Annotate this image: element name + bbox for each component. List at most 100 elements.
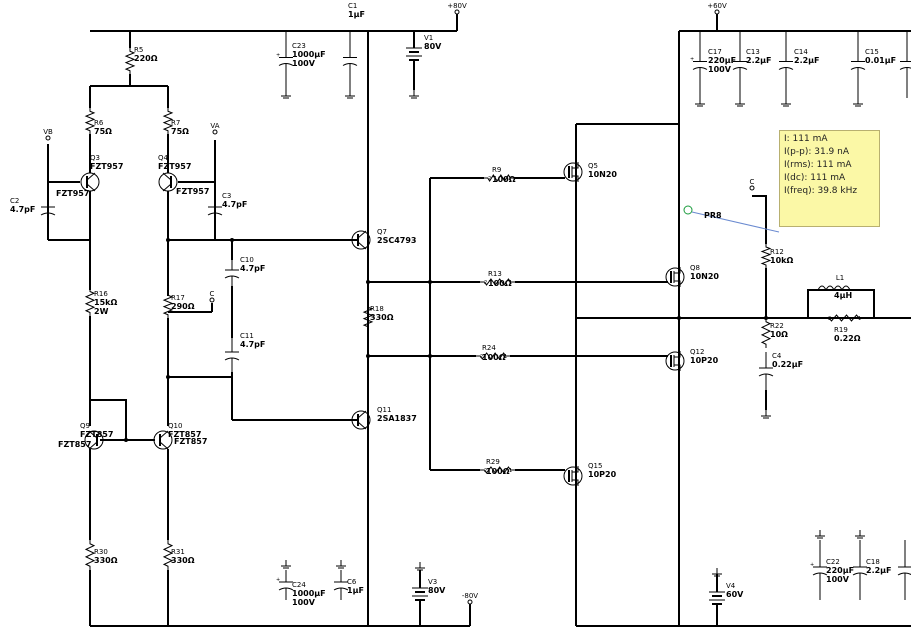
pin-number: 2	[488, 176, 491, 182]
resistor-value-R31: 330Ω	[171, 556, 195, 565]
resistor-value-R7: 75Ω	[171, 127, 189, 136]
mosfet-Q8	[665, 267, 685, 287]
transistor-collector	[159, 430, 169, 439]
transistor-Q11	[351, 410, 371, 430]
junction-dot	[166, 238, 170, 242]
capacitor-plate	[224, 275, 240, 279]
transistor-part-Q7: 2SC4793	[377, 236, 416, 245]
resistor-value-R9: 100Ω	[492, 175, 516, 184]
inductor-L1	[817, 285, 851, 292]
junction-dot	[124, 438, 128, 442]
resistor-label-R12: R12	[770, 248, 784, 256]
capacitor-plate	[852, 572, 868, 576]
resistor-R24	[476, 352, 510, 360]
transistor-part-Q10-side: FZT857	[174, 437, 207, 446]
source-label-V4: V4	[726, 582, 736, 590]
mosfet-Q15	[563, 466, 583, 486]
mosfet-drain	[572, 162, 579, 169]
probe-icon[interactable]	[683, 205, 693, 215]
capacitor-plate	[40, 212, 56, 216]
schematic-wires	[47, 14, 911, 627]
mosfet-label-Q15: Q15	[588, 462, 602, 470]
resistor-label-R16: R16	[94, 290, 108, 298]
capacitor-label-C14: C14	[794, 48, 808, 56]
resistor-label-R31: R31	[171, 548, 185, 556]
resistor-value-R5: 220Ω	[134, 54, 158, 63]
resistor-R18	[362, 304, 374, 330]
transistor-Q10	[153, 430, 173, 450]
mosfet-part-Q5: 10N20	[588, 170, 617, 179]
transistor-part-Q4: FZT957	[158, 162, 191, 171]
resistor-label-R22: R22	[770, 322, 784, 330]
mosfet-Q5	[563, 162, 583, 182]
capacitor-label-C23: C23	[292, 42, 306, 50]
wire	[90, 399, 127, 440]
transistor-Q3	[80, 172, 100, 192]
source-value-V4: 60V	[726, 590, 744, 599]
schematic-labels: +80V-80V+60VC11µF+C231000µF100VV180VR522…	[10, 2, 896, 607]
resistor-label-R6: R6	[94, 119, 104, 127]
capacitor-polarity: +	[276, 53, 280, 59]
transistor-part-Q11: 2SA1837	[377, 414, 417, 423]
transistor-Q7	[351, 230, 371, 250]
capacitor-voltage-C22: 100V	[826, 575, 850, 584]
transistor-collector	[88, 430, 98, 439]
junction-dot	[428, 280, 432, 284]
capacitor-plate	[692, 67, 708, 70]
terminal-va	[212, 129, 218, 135]
junction-dot	[366, 280, 370, 284]
capacitor-polarity: +	[276, 577, 280, 583]
capacitor-label-C18: C18	[866, 558, 880, 566]
resistor-R6	[84, 108, 96, 134]
capacitor-value-C23: 1000µF	[292, 50, 326, 59]
capacitor-polarity: +	[690, 57, 694, 63]
transistor-label-Q9: Q9	[80, 422, 90, 430]
mosfet-source	[572, 479, 579, 486]
capacitor-label-C3: C3	[222, 192, 231, 200]
resistor-R7	[162, 108, 174, 134]
pin-number: 2	[484, 468, 487, 474]
probe-name: PR8	[704, 211, 722, 220]
resistor-R16	[84, 288, 96, 316]
resistor-R22	[760, 318, 772, 348]
capacitor-plate	[278, 587, 294, 591]
resistor-value-R12: 10kΩ	[770, 256, 793, 265]
transistor-Q9	[84, 430, 104, 450]
resistor-R17	[162, 292, 174, 318]
capacitor-value-C2: 4.7pF	[10, 205, 35, 214]
transistor-part-Q4-side: FZT957	[176, 187, 209, 196]
resistor-value-R17: 290Ω	[171, 302, 195, 311]
transistor-part-Q9: FZT857	[80, 430, 113, 439]
capacitor-value-C18: 2.2µF	[866, 566, 892, 575]
wire	[807, 289, 875, 318]
terminal-label-vb: VB	[43, 128, 53, 136]
resistor-R31	[162, 540, 174, 570]
capacitor-value-C17: 220µF	[708, 56, 736, 65]
probe-line-rms: I(rms): 111 mA	[784, 160, 852, 170]
probe-line-dc: I(dc): 111 mA	[784, 173, 846, 183]
junction-dot	[166, 375, 170, 379]
resistor-value-R22: 10Ω	[770, 330, 788, 339]
probe-readout-box[interactable]: I: 111 mA I(p-p): 31.9 nA I(rms): 111 mA…	[779, 130, 880, 227]
resistor-label-R17: R17	[171, 294, 185, 302]
transistor-label-Q11: Q11	[377, 406, 391, 414]
mosfet-part-Q15: 10P20	[588, 470, 617, 479]
terminal-c-right	[749, 185, 755, 191]
mosfet-label-Q5: Q5	[588, 162, 598, 170]
transistor-part-Q3: FZT957	[90, 162, 123, 171]
capacitor-plate	[812, 572, 828, 576]
capacitor-label-C6: C6	[347, 578, 357, 586]
capacitor-voltage-C23: 100V	[292, 59, 316, 68]
resistor-value-R16: 15kΩ	[94, 298, 117, 307]
source-label-V1: V1	[424, 34, 433, 42]
terminal-label-pos2-rail: +60V	[707, 2, 727, 10]
capacitor-plate	[224, 357, 240, 361]
resistor-label-R5: R5	[134, 46, 143, 54]
junction-dot	[428, 354, 432, 358]
resistor-label-R13: R13	[488, 270, 502, 278]
capacitor-plate	[899, 67, 911, 70]
capacitor-label-C22: C22	[826, 558, 840, 566]
wire	[752, 195, 767, 244]
terminal-neg-rail	[467, 599, 473, 605]
